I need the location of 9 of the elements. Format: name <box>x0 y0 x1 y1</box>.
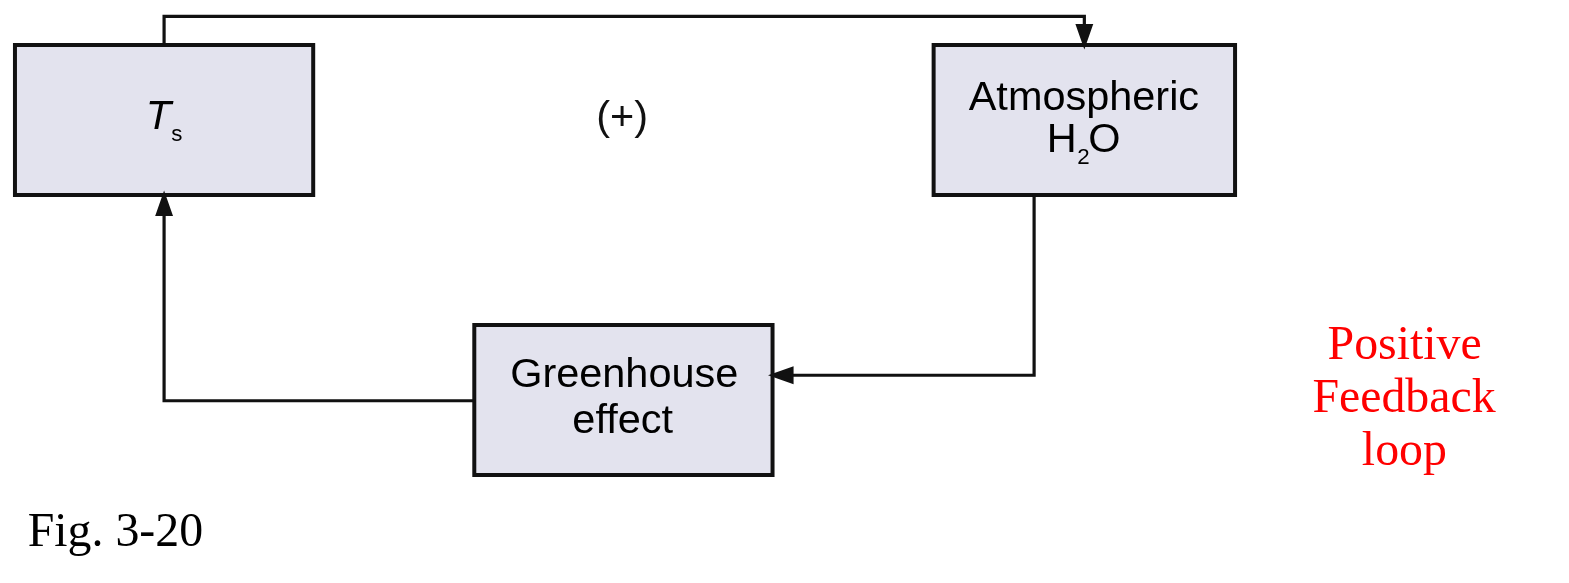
arrow <box>768 195 1036 385</box>
arrow <box>162 14 1094 50</box>
node-box: T$_{s}$ <box>12 43 316 197</box>
node-box: Greenhouse effect <box>472 323 775 477</box>
arrow <box>155 190 475 403</box>
label: Positive Feedback loop <box>1312 316 1496 475</box>
label: (+) <box>596 92 649 140</box>
node-box: Atmospheric H$_{2}$O <box>931 43 1238 197</box>
caption: Fig. 3-20 <box>27 502 204 556</box>
